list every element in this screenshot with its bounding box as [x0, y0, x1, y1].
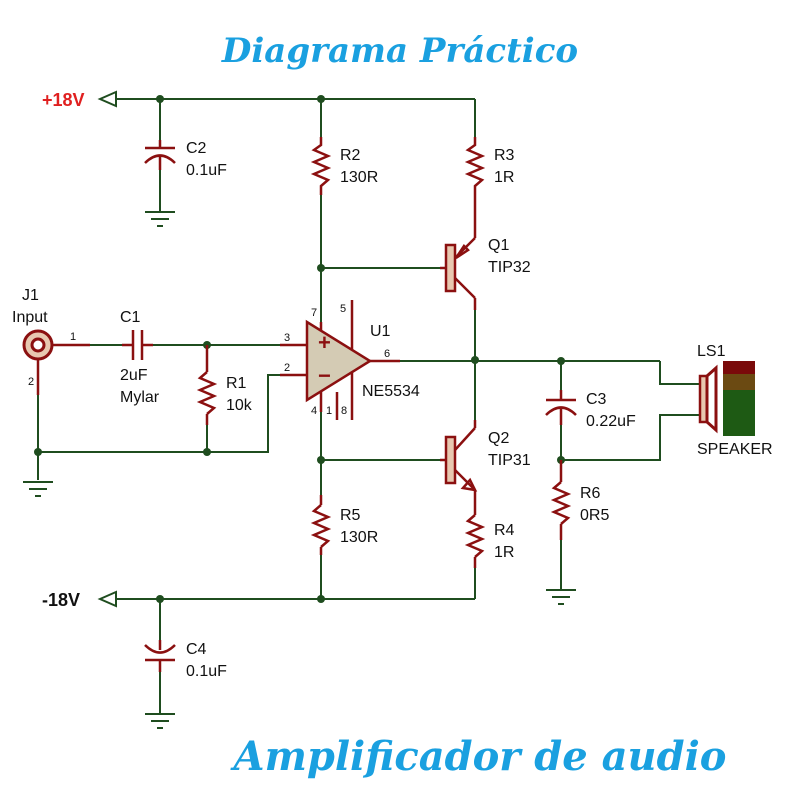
junction: [317, 595, 325, 603]
resistor-r1: [196, 345, 218, 452]
r4-ref: R4: [494, 522, 515, 539]
u1-pin: 1: [326, 405, 332, 417]
level-bar-green: [723, 390, 755, 436]
speaker-icon: [705, 364, 718, 434]
c1-ref: C1: [120, 309, 141, 326]
c4-value: 0.1uF: [186, 663, 227, 680]
c1-value: 2uF: [120, 367, 148, 384]
u1-pin: 8: [341, 405, 347, 417]
r5-value: 130R: [340, 529, 378, 546]
r2-value: 130R: [340, 169, 378, 186]
transistor-q2: [440, 420, 478, 492]
q2-value: TIP31: [488, 452, 531, 469]
rail-negative-arrow-icon: [97, 590, 117, 608]
r4-value: 1R: [494, 544, 514, 561]
r3-value: 1R: [494, 169, 514, 186]
j1-pin: 2: [28, 376, 34, 388]
wire-feedback-ground: [38, 374, 280, 453]
title-bottom: Amplificador de audio: [230, 733, 727, 780]
q1-ref: Q1: [488, 237, 509, 254]
plus-icon: +: [318, 330, 331, 355]
capacitor-c3: [545, 361, 577, 460]
input-jack-j1: [22, 329, 90, 497]
c2-ref: C2: [186, 140, 207, 157]
u1-pin: 6: [384, 348, 390, 360]
r1-ref: R1: [226, 375, 247, 392]
minus-icon: −: [318, 363, 331, 388]
r1-value: 10k: [226, 397, 253, 414]
r5-ref: R5: [340, 507, 361, 524]
rail-positive-label: +18V: [42, 90, 85, 110]
r3-ref: R3: [494, 147, 515, 164]
resistor-r4: [464, 490, 486, 599]
transistor-q1: [440, 237, 477, 310]
ls1-ref: LS1: [697, 343, 726, 360]
emitter-arrow-icon: [454, 244, 470, 260]
u1-pin: 7: [311, 307, 317, 319]
q1-value: TIP32: [488, 259, 531, 276]
wire-speaker-minus: [561, 414, 700, 461]
ls1-value: SPEAKER: [697, 441, 773, 458]
resistor-r3: [464, 99, 486, 238]
c1-value2: Mylar: [120, 389, 160, 406]
r2-ref: R2: [340, 147, 361, 164]
c2-value: 0.1uF: [186, 162, 227, 179]
u1-value: NE5534: [362, 383, 420, 400]
level-bar-red: [723, 361, 755, 374]
rail-negative-label: -18V: [42, 590, 80, 610]
r6-value: 0R5: [580, 507, 609, 524]
capacitor-c1: [122, 330, 153, 360]
wire-speaker-plus: [659, 361, 700, 385]
u1-ref: U1: [370, 323, 391, 340]
j1-value: Input: [12, 309, 48, 326]
u1-pin: 3: [284, 332, 290, 344]
q2-ref: Q2: [488, 430, 509, 447]
level-bar-amber: [723, 374, 755, 390]
emitter-arrow-icon: [460, 477, 478, 492]
u1-pin: 4: [311, 405, 317, 417]
rail-positive-arrow-icon: [97, 90, 117, 108]
opamp-u1: + −: [280, 300, 400, 420]
c3-ref: C3: [586, 391, 607, 408]
u1-pin: 2: [284, 362, 290, 374]
u1-pin: 5: [340, 303, 346, 315]
capacitor-c4: [144, 599, 176, 729]
r6-ref: R6: [580, 485, 601, 502]
resistor-r6: [546, 460, 576, 605]
c4-ref: C4: [186, 641, 207, 658]
capacitor-c2: [144, 99, 176, 227]
speaker-ls1: [698, 361, 755, 436]
j1-pin: 1: [70, 331, 76, 343]
c3-value: 0.22uF: [586, 413, 636, 430]
title-top: Diagrama Práctico: [221, 31, 578, 71]
resistor-r2: [310, 99, 332, 330]
resistor-r5: [310, 495, 332, 599]
j1-ref: J1: [22, 287, 39, 304]
